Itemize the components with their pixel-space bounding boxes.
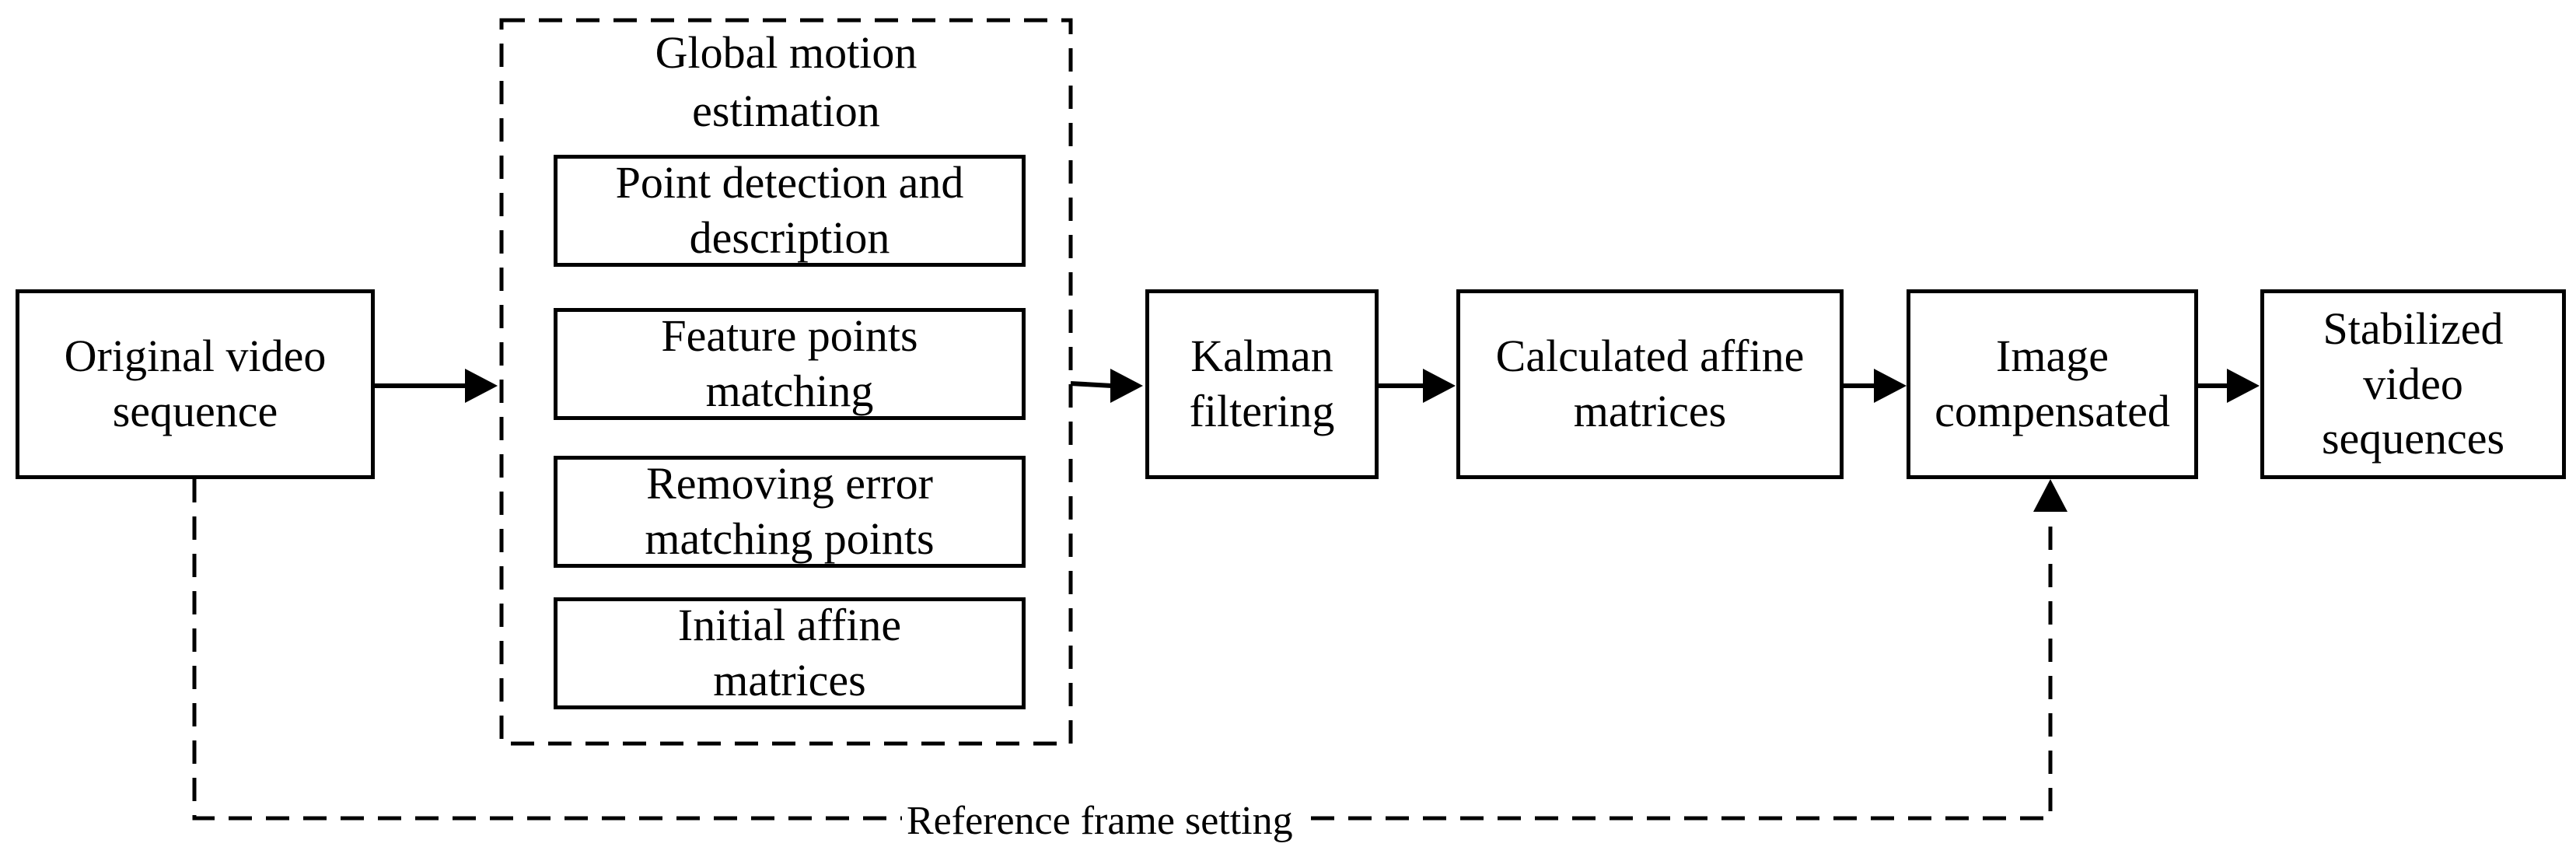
image-compensated-node: Image compensated	[1907, 289, 2198, 479]
arrow-gme-to-kalman-head	[1110, 369, 1143, 403]
removing-error-node: Removing error matching points	[554, 456, 1026, 568]
initial-affine-label: Initial affine matrices	[677, 600, 902, 705]
removing-error-label: Removing error matching points	[645, 458, 935, 564]
arrow-gme-to-kalman	[1070, 381, 1113, 388]
reference-frame-dashed-path	[192, 479, 2053, 821]
feature-matching-label: Feature points matching	[661, 310, 918, 416]
initial-affine-node: Initial affine matrices	[554, 597, 1026, 709]
image-compensated-label: Image compensated	[1935, 331, 2170, 436]
original-video-label: Original video sequence	[64, 331, 327, 436]
global-motion-group-frame	[499, 18, 1073, 746]
arrow-kalman-to-calculated-head	[1423, 369, 1456, 403]
arrow-calculated-to-compensated-head	[1874, 369, 1907, 403]
calculated-affine-label: Calculated affine matrices	[1495, 331, 1805, 436]
point-detection-node: Point detection and description	[554, 155, 1026, 267]
reference-frame-arrow-head	[2033, 479, 2067, 512]
original-video-node: Original video sequence	[16, 289, 375, 479]
feature-matching-node: Feature points matching	[554, 308, 1026, 420]
arrow-compensated-to-stabilized-head	[2227, 369, 2260, 403]
kalman-filtering-label: Kalman filtering	[1189, 331, 1335, 436]
reference-frame-label: Reference frame setting	[902, 801, 1298, 842]
kalman-filtering-node: Kalman filtering	[1145, 289, 1379, 479]
calculated-affine-node: Calculated affine matrices	[1456, 289, 1844, 479]
point-detection-label: Point detection and description	[615, 157, 964, 263]
arrow-original-to-gme-head	[465, 369, 498, 403]
global-motion-title: Global motion estimation	[655, 27, 918, 137]
stabilized-video-node: Stabilized video sequences	[2260, 289, 2566, 479]
stabilized-video-label: Stabilized video sequences	[2321, 303, 2505, 464]
